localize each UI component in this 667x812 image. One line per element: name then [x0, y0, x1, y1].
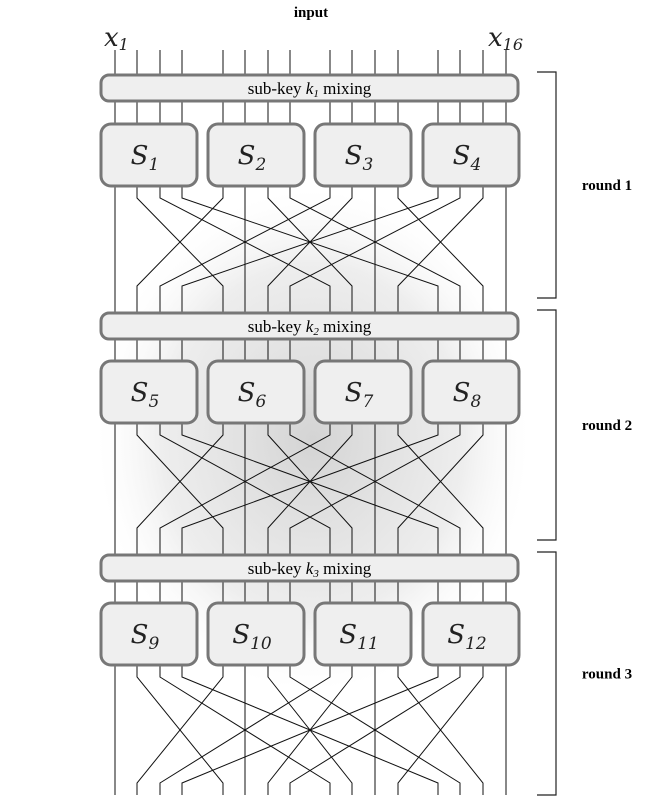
sbox-label: S10: [232, 620, 272, 654]
permutation-wire: [136, 186, 224, 298]
subkey-mixing-box: [99, 311, 520, 341]
x1-label: x1: [104, 23, 129, 54]
sbox: [313, 122, 413, 188]
permutation-wire: [181, 665, 439, 795]
permutation-wire: [289, 423, 461, 540]
permutation-wire: [397, 423, 484, 540]
sbox-label: S6: [238, 378, 267, 412]
x16-label: x16: [488, 23, 523, 54]
sbox: [421, 122, 521, 188]
permutation-wire: [181, 423, 439, 540]
input-label: input: [294, 5, 328, 21]
sbox: [99, 359, 199, 425]
sbox-label: S4: [453, 141, 482, 175]
round-label: round 3: [582, 667, 632, 683]
subkey-mixing-label: sub-key k2 mixing: [248, 317, 372, 338]
permutation-wire: [289, 665, 461, 795]
sbox: [421, 359, 521, 425]
subkey-mixing-label: sub-key k1 mixing: [248, 79, 372, 100]
permutation-wire: [159, 665, 331, 795]
permutation-wire: [159, 423, 331, 540]
permutation-wire: [136, 665, 224, 795]
permutation-wire: [397, 186, 484, 298]
subkey-mixing-label: sub-key k3 mixing: [248, 559, 372, 580]
round-label: round 1: [582, 178, 632, 194]
sbox: [206, 122, 306, 188]
sbox: [99, 601, 199, 667]
round-label: round 2: [582, 418, 632, 434]
permutation-wire: [397, 665, 484, 795]
round-bracket: [537, 551, 557, 796]
sbox: [421, 601, 521, 667]
sbox-label: S1: [131, 141, 160, 175]
round-bracket: [537, 309, 557, 541]
sbox-label: S9: [131, 620, 160, 654]
sbox: [313, 601, 413, 667]
permutation-wire: [289, 186, 461, 298]
permutation-wire: [136, 423, 224, 540]
subkey-mixing-box: [99, 73, 520, 103]
wire-layer: [114, 50, 507, 795]
sbox-label: S2: [238, 141, 267, 175]
sbox: [99, 122, 199, 188]
round-bracket: [537, 71, 557, 299]
sbox-label: S12: [447, 620, 486, 654]
sbox-label: S8: [453, 378, 482, 412]
sbox: [206, 359, 306, 425]
subkey-mixing-box: [99, 553, 520, 583]
sbox-label: S5: [131, 378, 160, 412]
sbox: [313, 359, 413, 425]
permutation-wire: [181, 186, 439, 298]
bracket-layer: round 1 round 2 round 3: [537, 71, 632, 796]
sbox-label: S3: [345, 141, 374, 175]
permutation-wire: [159, 186, 331, 298]
sbox-label: S7: [345, 378, 374, 412]
sbox: [206, 601, 306, 667]
sbox-label: S11: [339, 620, 378, 654]
